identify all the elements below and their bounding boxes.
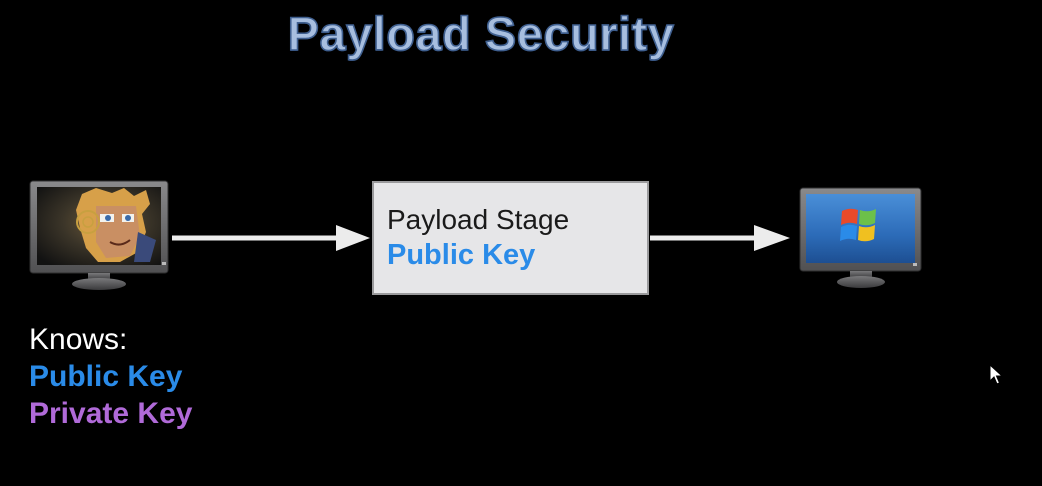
knows-list: Knows: Public Key Private Key <box>29 321 192 432</box>
arrow-head-1 <box>336 225 370 251</box>
attacker-monitor-icon <box>29 180 169 290</box>
mouse-cursor-icon <box>989 364 1004 385</box>
arrow-head-2 <box>754 225 790 251</box>
knows-public-key: Public Key <box>29 360 183 393</box>
payload-public-key-label: Public Key <box>387 239 536 271</box>
windows-monitor-icon <box>799 187 922 288</box>
knows-heading: Knows: <box>29 323 128 356</box>
knows-private-key: Private Key <box>29 397 193 430</box>
payload-stage-box: Payload Stage Public Key <box>372 181 649 295</box>
slide-title: Payload Security <box>287 6 675 61</box>
payload-stage-label: Payload Stage <box>387 204 570 235</box>
